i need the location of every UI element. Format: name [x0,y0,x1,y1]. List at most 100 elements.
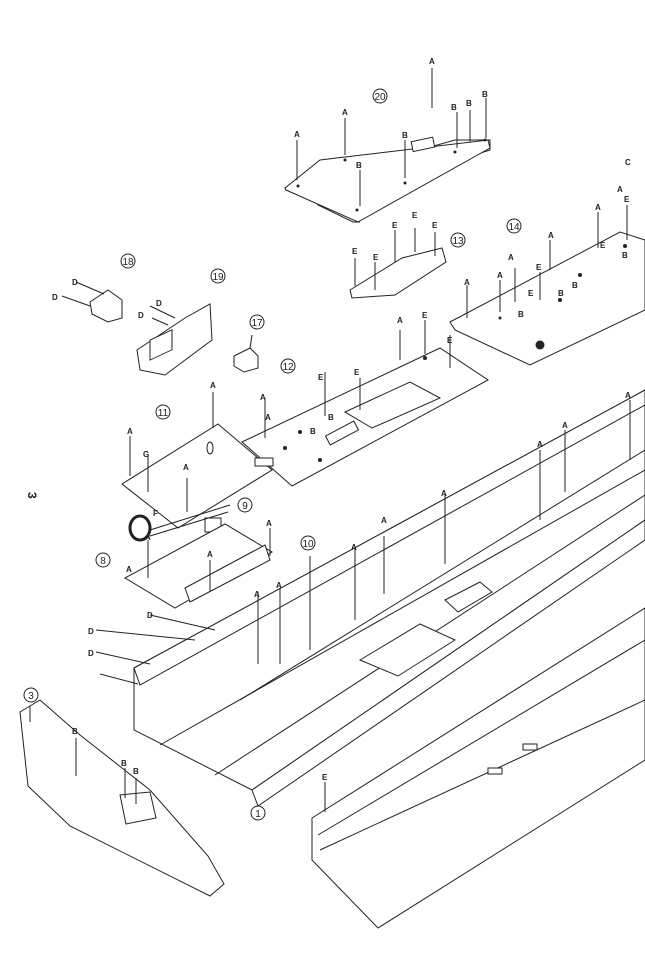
part-14-board [449,205,645,366]
part-8-bracket [123,523,273,609]
svg-text:B: B [328,413,334,422]
svg-text:A: A [441,489,447,498]
svg-text:E: E [322,773,328,782]
svg-text:A: A [397,316,403,325]
svg-text:B: B [482,90,488,99]
svg-text:D: D [72,278,78,287]
svg-text:E: E [412,211,418,220]
svg-text:A: A [429,57,435,66]
callout-8: 8 [95,552,111,568]
svg-text:B: B [356,161,362,170]
part-11-board [121,392,274,529]
svg-text:A: A [266,519,272,528]
svg-text:17: 17 [251,318,263,329]
part-12-board [241,320,489,487]
svg-text:A: A [294,130,300,139]
svg-text:B: B [558,289,564,298]
svg-text:13: 13 [452,236,464,247]
svg-text:B: B [622,251,628,260]
callout-12: 12 [280,358,296,374]
svg-text:14: 14 [508,222,520,233]
svg-text:A: A [595,203,601,212]
svg-text:20: 20 [374,92,386,103]
svg-text:A: A [145,533,151,542]
svg-text:E: E [624,195,630,204]
svg-text:1: 1 [255,809,261,820]
callout-1: 1 [250,805,266,821]
callout-13: 13 [450,232,466,248]
svg-text:E: E [373,253,379,262]
callout-9: 9 [237,497,253,513]
svg-text:3: 3 [28,691,34,702]
svg-text:D: D [147,611,153,620]
svg-text:B: B [310,427,316,436]
svg-text:18: 18 [122,257,134,268]
svg-text:C: C [625,158,631,167]
svg-text:A: A [126,565,132,574]
svg-text:E: E [447,336,453,345]
svg-text:A: A [183,463,189,472]
part-20-board [284,68,491,223]
svg-text:E: E [528,289,534,298]
svg-text:F: F [153,509,158,518]
svg-text:A: A [260,393,266,402]
callout-18: 18 [120,253,136,269]
svg-text:D: D [156,299,162,308]
svg-text:A: A [210,381,216,390]
svg-text:D: D [138,311,144,320]
svg-text:A: A [617,185,623,194]
svg-text:A: A [254,590,260,599]
svg-text:A: A [351,543,357,552]
part-3-endcap [19,699,225,897]
svg-text:B: B [466,99,472,108]
svg-text:A: A [562,421,568,430]
svg-text:E: E [432,221,438,230]
svg-text:11: 11 [158,408,169,419]
callout-19: 19 [210,268,226,284]
svg-text:E: E [536,263,542,272]
part-19-bracket [136,303,213,376]
svg-text:B: B [518,310,524,319]
part-18-switch [61,281,123,323]
svg-text:B: B [572,281,578,290]
svg-text:E: E [392,221,398,230]
svg-text:10: 10 [302,539,314,550]
svg-text:A: A [537,440,543,449]
svg-text:A: A [207,550,213,559]
callout-14: 14 [506,218,522,234]
screw-letter-labels: A A A A A A A A A A A A A A A A A A A A … [52,57,631,782]
svg-text:D: D [88,627,94,636]
svg-text:A: A [342,108,348,117]
svg-text:A: A [464,278,470,287]
svg-text:E: E [354,368,360,377]
svg-text:E: E [352,247,358,256]
svg-text:E: E [422,311,428,320]
callout-3: 3 [23,687,39,703]
svg-text:G: G [143,450,149,459]
callout-10: 10 [300,535,316,551]
part-13-board [349,228,447,299]
svg-text:E: E [600,241,606,250]
callout-20: 20 [372,88,388,104]
svg-text:D: D [88,649,94,658]
page-side-number: 3 [25,492,39,499]
svg-text:A: A [127,427,133,436]
svg-text:A: A [508,253,514,262]
callout-17: 17 [249,314,265,330]
keyboard-frame [311,607,645,929]
svg-text:A: A [276,581,282,590]
callout-11: 11 [155,404,171,420]
part-1-chassis [95,389,645,807]
svg-text:D: D [52,293,58,302]
svg-text:B: B [121,759,127,768]
svg-text:8: 8 [100,556,106,567]
svg-text:A: A [548,231,554,240]
svg-text:A: A [381,516,387,525]
callout-labels: 20 13 14 18 19 17 12 11 9 10 8 3 1 [23,88,522,821]
svg-text:9: 9 [242,501,248,512]
svg-text:B: B [451,103,457,112]
part-17-component [233,334,259,373]
svg-text:B: B [402,131,408,140]
svg-text:B: B [72,727,78,736]
